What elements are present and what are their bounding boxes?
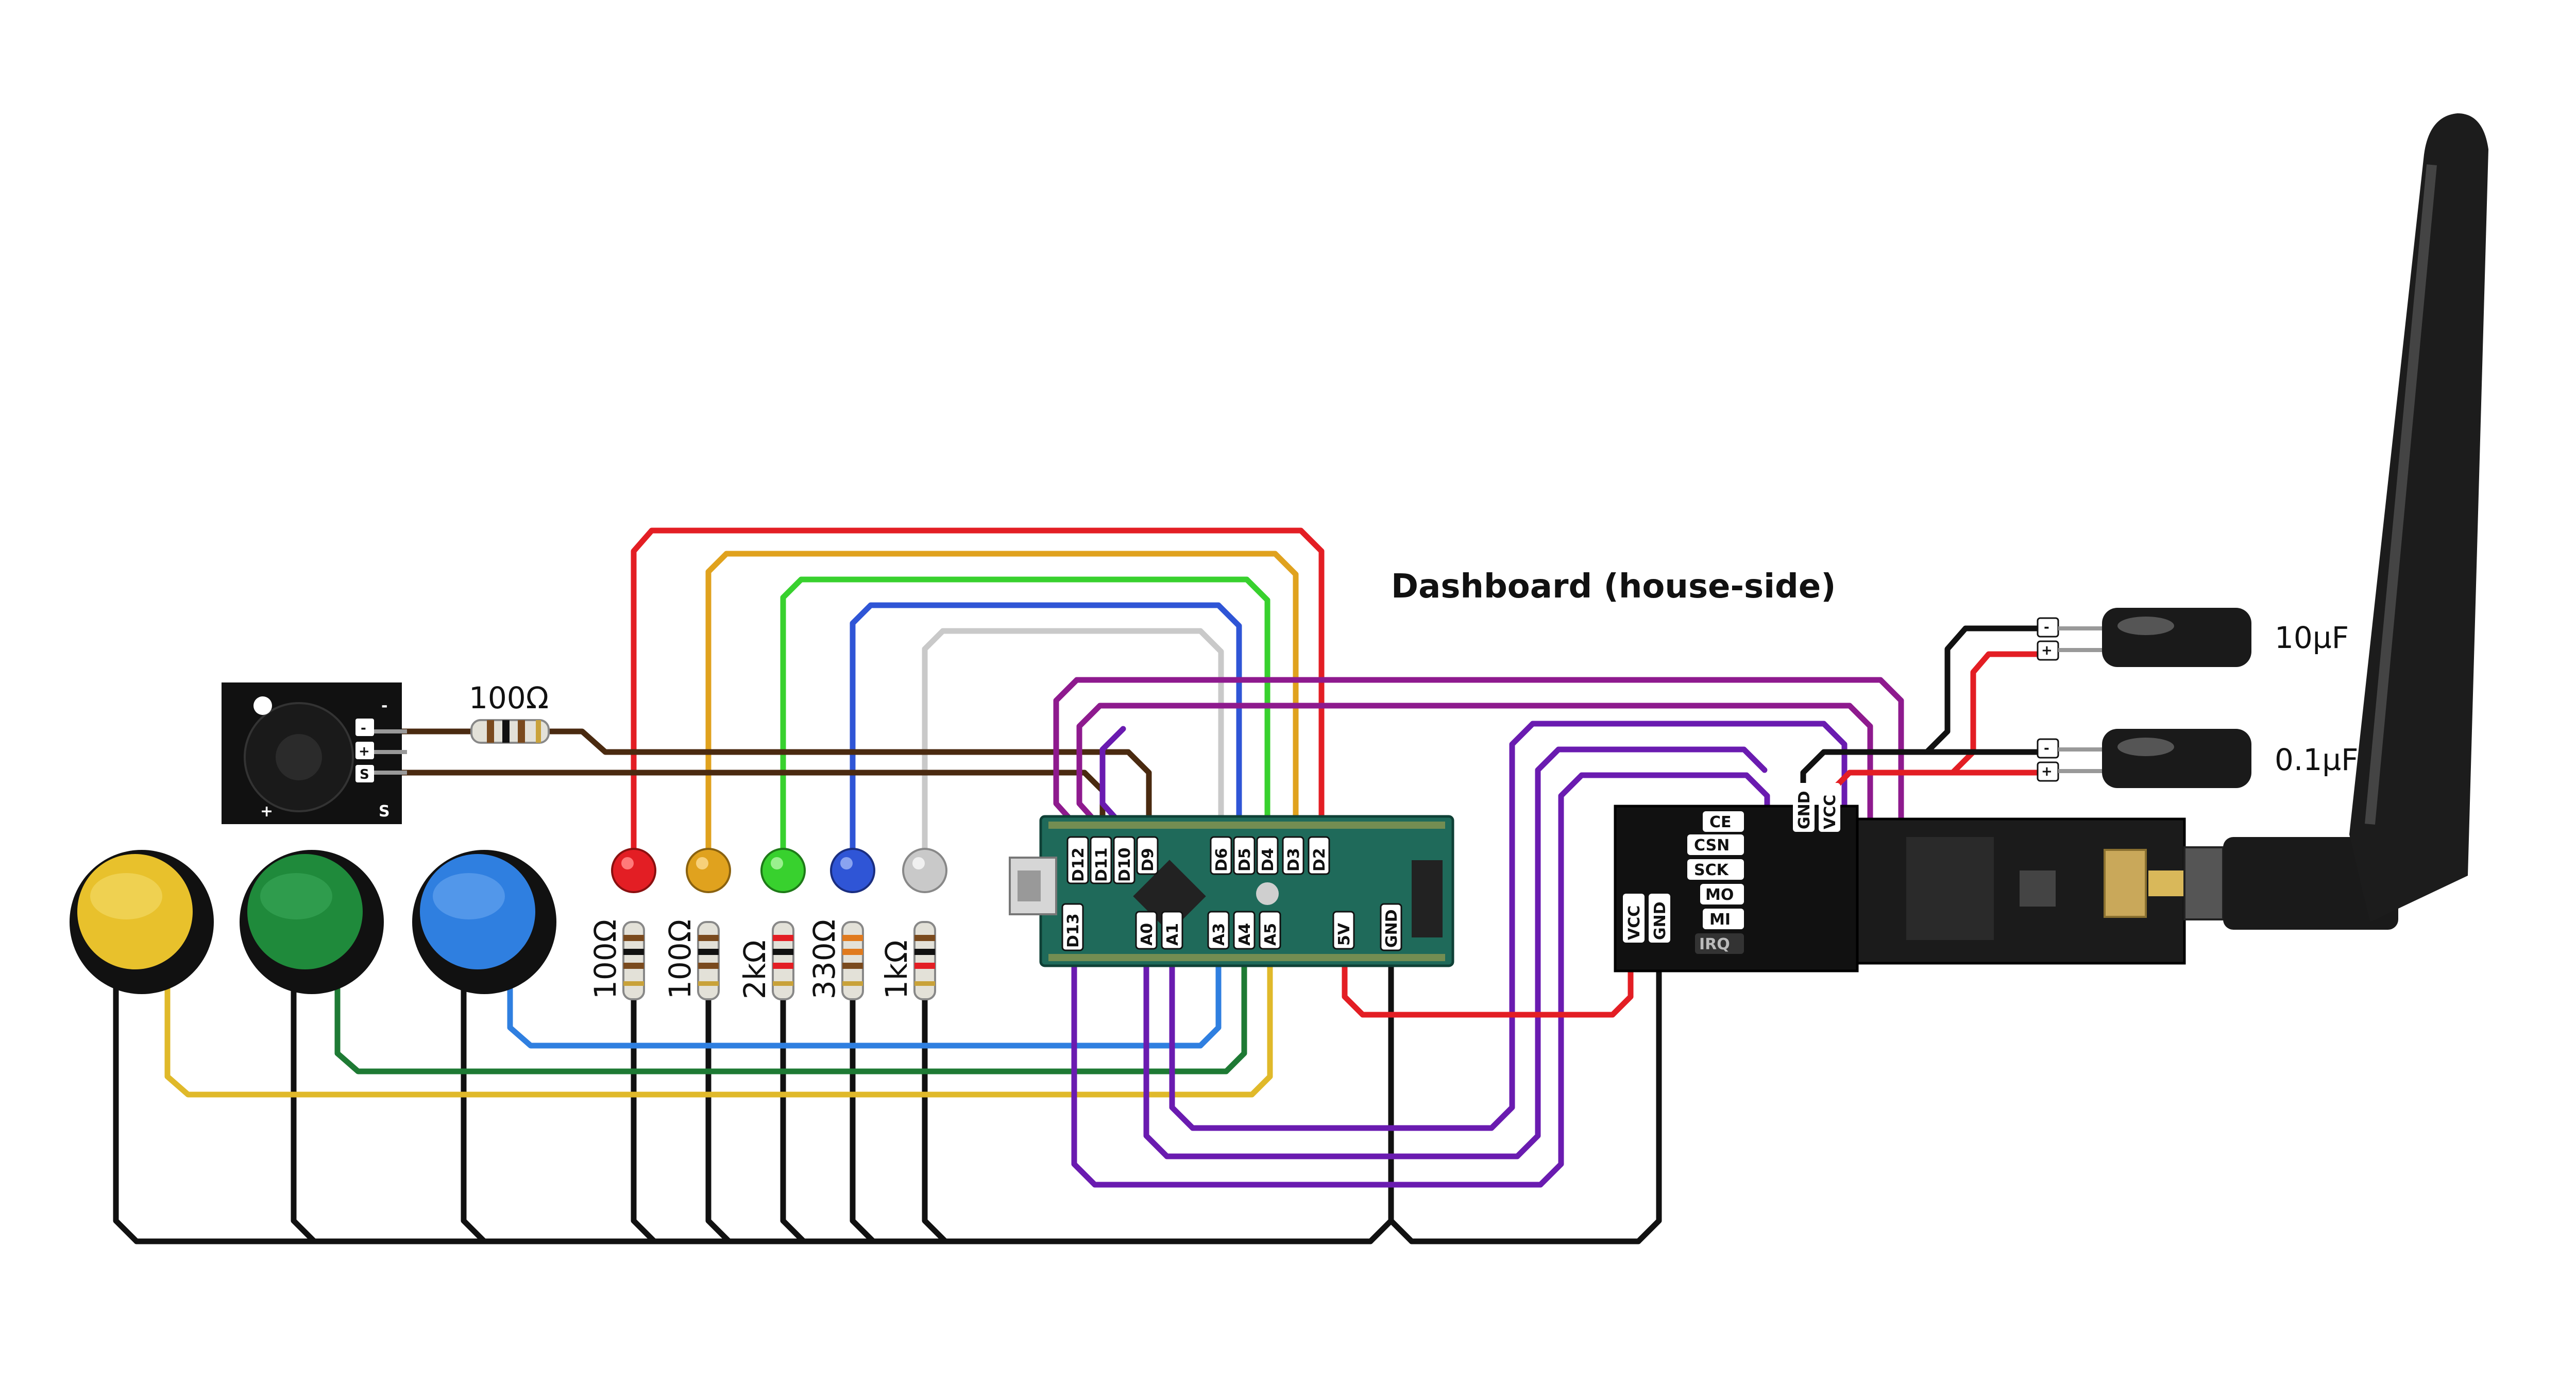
reset-button[interactable]: [1256, 882, 1279, 905]
pin-d10: D10: [1116, 847, 1134, 882]
resistor-label-blue: 330Ω: [807, 919, 842, 999]
arduino-bottom-header: [1048, 954, 1445, 961]
nrf-pin-sck: SCK: [1694, 861, 1730, 879]
resistor-led-blue: 330Ω: [807, 919, 864, 1000]
resistor-label-orange: 100Ω: [663, 919, 698, 999]
arduino-top-pin-labels: D12 D11 D10 D9 D6 D5 D4 D3 D2: [1066, 836, 1330, 884]
nrf-pin-vcc-right: VCC: [1821, 795, 1839, 829]
pin-d4: D4: [1259, 848, 1277, 872]
wire-spi-a0: [1143, 746, 1768, 1159]
nrf-pin-irq: IRQ: [1699, 935, 1730, 953]
cap2-plus: +: [2041, 764, 2053, 779]
wire-orange-led: [705, 551, 1299, 874]
arduino-nano: D12 D11 D10 D9 D6 D5 D4 D3 D2 D13 A0 A1: [1009, 815, 1454, 967]
wire-red-led: [631, 527, 1325, 874]
pin-d2: D2: [1311, 848, 1329, 872]
icsp-header: [1412, 860, 1443, 937]
led-green: [760, 848, 806, 893]
cap2-label: 0.1µF: [2275, 742, 2359, 777]
pin-d9: D9: [1139, 848, 1157, 872]
resistor-led-red: 100Ω: [588, 919, 645, 1000]
pin-a0: A0: [1138, 923, 1156, 946]
nrf-pin-vcc: VCC: [1625, 906, 1643, 940]
antenna-hinge: [2223, 837, 2398, 930]
wire-ground-bus: [113, 940, 1662, 1244]
buzzer-module: - + S - + S: [222, 682, 407, 824]
wire-blue-led: [850, 602, 1242, 874]
pin-a1: A1: [1164, 923, 1182, 946]
arduino-bottom-pin-labels: D13 A0 A1 A3 A4 A5 5V GND: [1061, 903, 1402, 951]
arduino-top-header: [1048, 822, 1445, 829]
buzzer-mount-hole: [253, 696, 272, 715]
wire-blue-button: [507, 950, 1222, 1049]
pin-a4: A4: [1236, 923, 1254, 946]
push-button-yellow[interactable]: [70, 850, 214, 994]
cap2-minus: -: [2044, 741, 2049, 756]
capacitor-0-1uf: - + 0.1µF: [2037, 729, 2359, 788]
pin-d11: D11: [1093, 847, 1111, 882]
led-red: [611, 848, 656, 893]
led-blue: [830, 848, 875, 893]
sma-connector-base: [2104, 849, 2147, 918]
pin-d3: D3: [1285, 848, 1303, 872]
leds: [611, 848, 947, 893]
buzzer-corner-plus: +: [260, 803, 273, 821]
nrf-pin-gnd-right: GND: [1795, 791, 1814, 829]
buzzer-resistor-label: 100Ω: [469, 680, 549, 715]
antenna-nut: [2183, 846, 2224, 920]
buzzer-corner-s: S: [379, 803, 390, 821]
resistor-led-green: 2kΩ: [737, 921, 794, 1000]
cap1-plus: +: [2041, 643, 2053, 658]
resistor-label-green: 2kΩ: [737, 940, 772, 999]
led-orange: [686, 848, 731, 893]
nrf-pin-mo: MO: [1705, 886, 1734, 904]
pin-5v: 5V: [1335, 923, 1353, 946]
nrf-pin-gnd: GND: [1651, 901, 1669, 940]
cap1-label: 10µF: [2275, 620, 2349, 655]
wire-spi-d10: [1099, 726, 1129, 832]
pin-gnd: GND: [1383, 909, 1401, 948]
pin-a5: A5: [1262, 923, 1280, 946]
buzzer-corner-minus: -: [381, 697, 387, 715]
nrf24-module: CE CSN SCK MO MI IRQ VCC GND GND VCC: [1614, 783, 2186, 972]
nrf-right-pin-labels: GND VCC: [1793, 783, 1840, 832]
wire-green-led: [780, 576, 1270, 874]
push-button-blue[interactable]: [412, 850, 556, 994]
buzzer-resistor: 100Ω: [469, 680, 550, 744]
push-button-green[interactable]: [240, 850, 384, 994]
push-buttons: [70, 850, 556, 994]
wire-spi-a1: [1169, 721, 1848, 1131]
nrf-pin-mi: MI: [1709, 911, 1731, 929]
wire-cap-gnd: [1800, 625, 2043, 848]
pin-a3: A3: [1210, 923, 1228, 946]
led-resistors: 100Ω 100Ω 2kΩ 330Ω 1kΩ: [588, 919, 936, 1000]
wire-buzzer-signal: [399, 728, 1152, 832]
nrf-pin-ce: CE: [1709, 813, 1732, 831]
nrf-bottom-pin-labels: VCC GND: [1623, 894, 1670, 943]
resistor-label-red: 100Ω: [588, 919, 623, 999]
wire-5v-vcc: [1342, 940, 1634, 1018]
resistor-led-white: 1kΩ: [879, 921, 936, 1000]
buzzer-pin-plus: +: [359, 744, 370, 759]
resistor-led-orange: 100Ω: [663, 919, 720, 1000]
buzzer-pin-signal: S: [360, 767, 369, 782]
nrf-pin-csn: CSN: [1694, 836, 1730, 855]
wire-yellow-button: [164, 950, 1273, 1098]
capacitor-10uf: - + 10µF: [2037, 608, 2349, 667]
buzzer-center: [276, 734, 322, 780]
buzzer-pin-minus: -: [361, 721, 366, 736]
diagram-title: Dashboard (house-side): [1391, 568, 1836, 606]
pin-d5: D5: [1236, 848, 1254, 872]
wire-buzzer-minus: [399, 770, 1106, 832]
pin-d12: D12: [1070, 847, 1088, 882]
antenna: [2183, 113, 2488, 930]
wire-green-button: [334, 950, 1247, 1074]
led-white: [902, 848, 947, 893]
pin-d13: D13: [1064, 913, 1082, 948]
nrf-left-pin-labels: CE CSN SCK MO MI IRQ: [1687, 811, 1744, 954]
resistor-label-white: 1kΩ: [879, 940, 914, 999]
cap1-minus: -: [2044, 620, 2049, 635]
pin-d6: D6: [1213, 848, 1231, 872]
